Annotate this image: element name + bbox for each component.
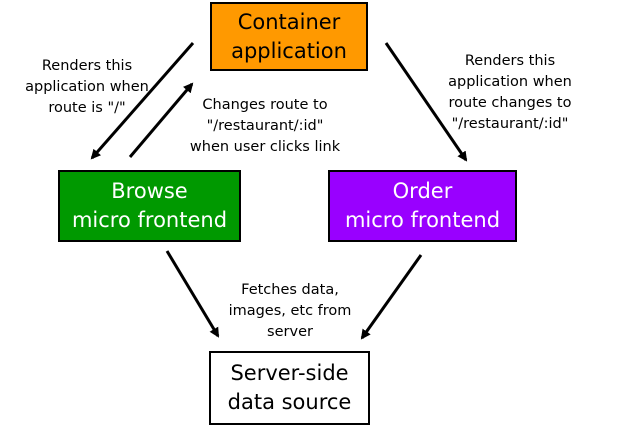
label-line: Fetches data, (241, 282, 339, 298)
label-renders-root-route: Renders this application when route is "… (2, 56, 172, 119)
server-box-line-2: data source (227, 390, 352, 414)
label-line: Renders this (41, 58, 133, 74)
container-box-line-1: Container (237, 9, 341, 34)
label-line: "/restaurant/:id" (451, 116, 569, 132)
label-renders-restaurant-route: Renders this application when route chan… (400, 51, 620, 135)
server-box-line-1: Server-side (230, 361, 349, 385)
order-box-line-1: Order (392, 179, 453, 203)
label-line: Changes route to (202, 97, 328, 113)
container-box-line-2: application (231, 38, 347, 63)
label-fetches-data: Fetches data, images, etc from server (200, 280, 380, 343)
label-line: Renders this (464, 53, 556, 69)
browse-box-line-2: micro frontend (71, 208, 228, 232)
label-line: server (267, 324, 313, 340)
label-line: application when (448, 74, 572, 90)
arrow-container-to-order (384, 42, 468, 162)
arrow-order-to-server (360, 254, 423, 340)
label-line: route changes to (448, 95, 572, 111)
arrow-browse-to-container (128, 82, 194, 158)
browse-box-line-1: Browse (111, 179, 188, 203)
label-changes-route: Changes route to "/restaurant/:id" when … (160, 95, 370, 158)
order-box-line-2: micro frontend (344, 208, 501, 232)
arrow-browse-to-server (165, 250, 220, 338)
order-micro-frontend-box: Order micro frontend (328, 170, 517, 242)
label-line: route is "/" (48, 100, 126, 116)
label-line: application when (25, 79, 149, 95)
label-line: images, etc from (228, 303, 352, 319)
label-line: when user clicks link (189, 139, 341, 155)
label-line: "/restaurant/:id" (206, 118, 324, 134)
arrow-container-to-browse (90, 42, 195, 160)
browse-micro-frontend-box: Browse micro frontend (58, 170, 241, 242)
server-side-data-source-box: Server-side data source (209, 351, 370, 425)
container-application-box: Container application (210, 2, 368, 71)
